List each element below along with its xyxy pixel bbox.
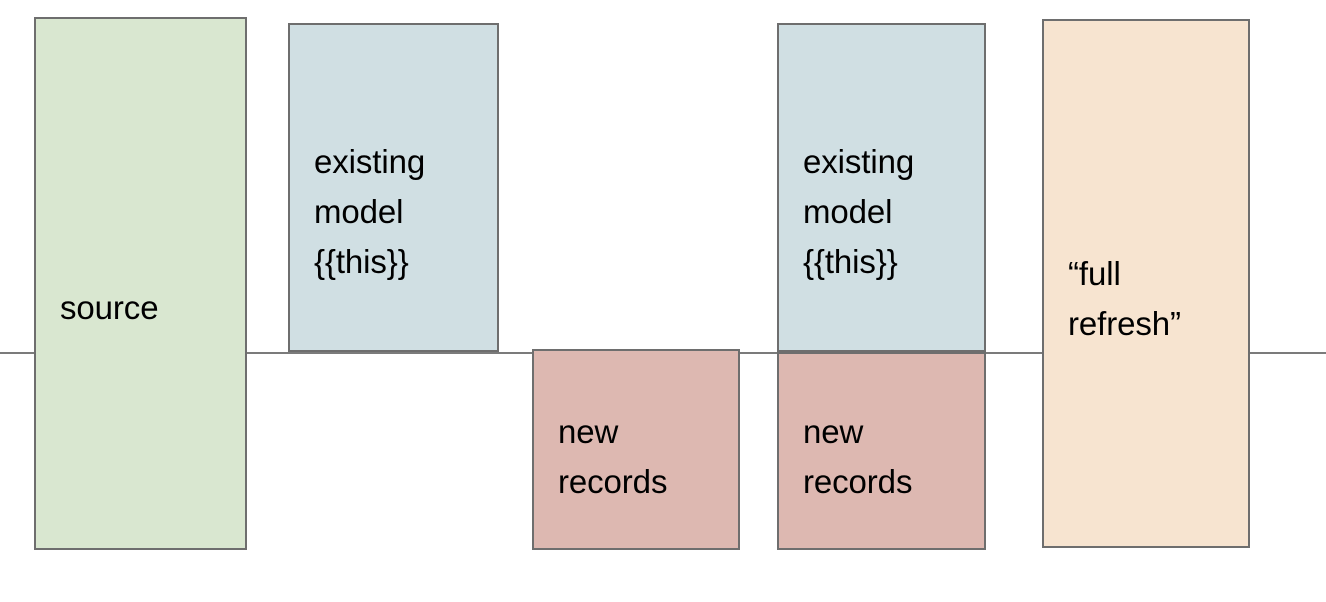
- box-new-records-1[interactable]: new records: [532, 349, 740, 550]
- box-existing-model-1-label: existing model {{this}}: [314, 143, 426, 280]
- box-existing-model-1[interactable]: existing model {{this}}: [288, 23, 499, 352]
- box-full-refresh[interactable]: “full refresh”: [1042, 19, 1250, 548]
- box-new-records-2[interactable]: new records: [777, 352, 986, 550]
- box-existing-model-2-label: existing model {{this}}: [803, 143, 915, 280]
- box-existing-model-2[interactable]: existing model {{this}}: [777, 23, 986, 352]
- box-new-records-1-label: new records: [558, 413, 668, 500]
- box-source-label: source: [60, 289, 159, 326]
- box-new-records-2-label: new records: [803, 413, 913, 500]
- box-full-refresh-label: “full refresh”: [1068, 255, 1181, 342]
- box-source[interactable]: source: [34, 17, 247, 550]
